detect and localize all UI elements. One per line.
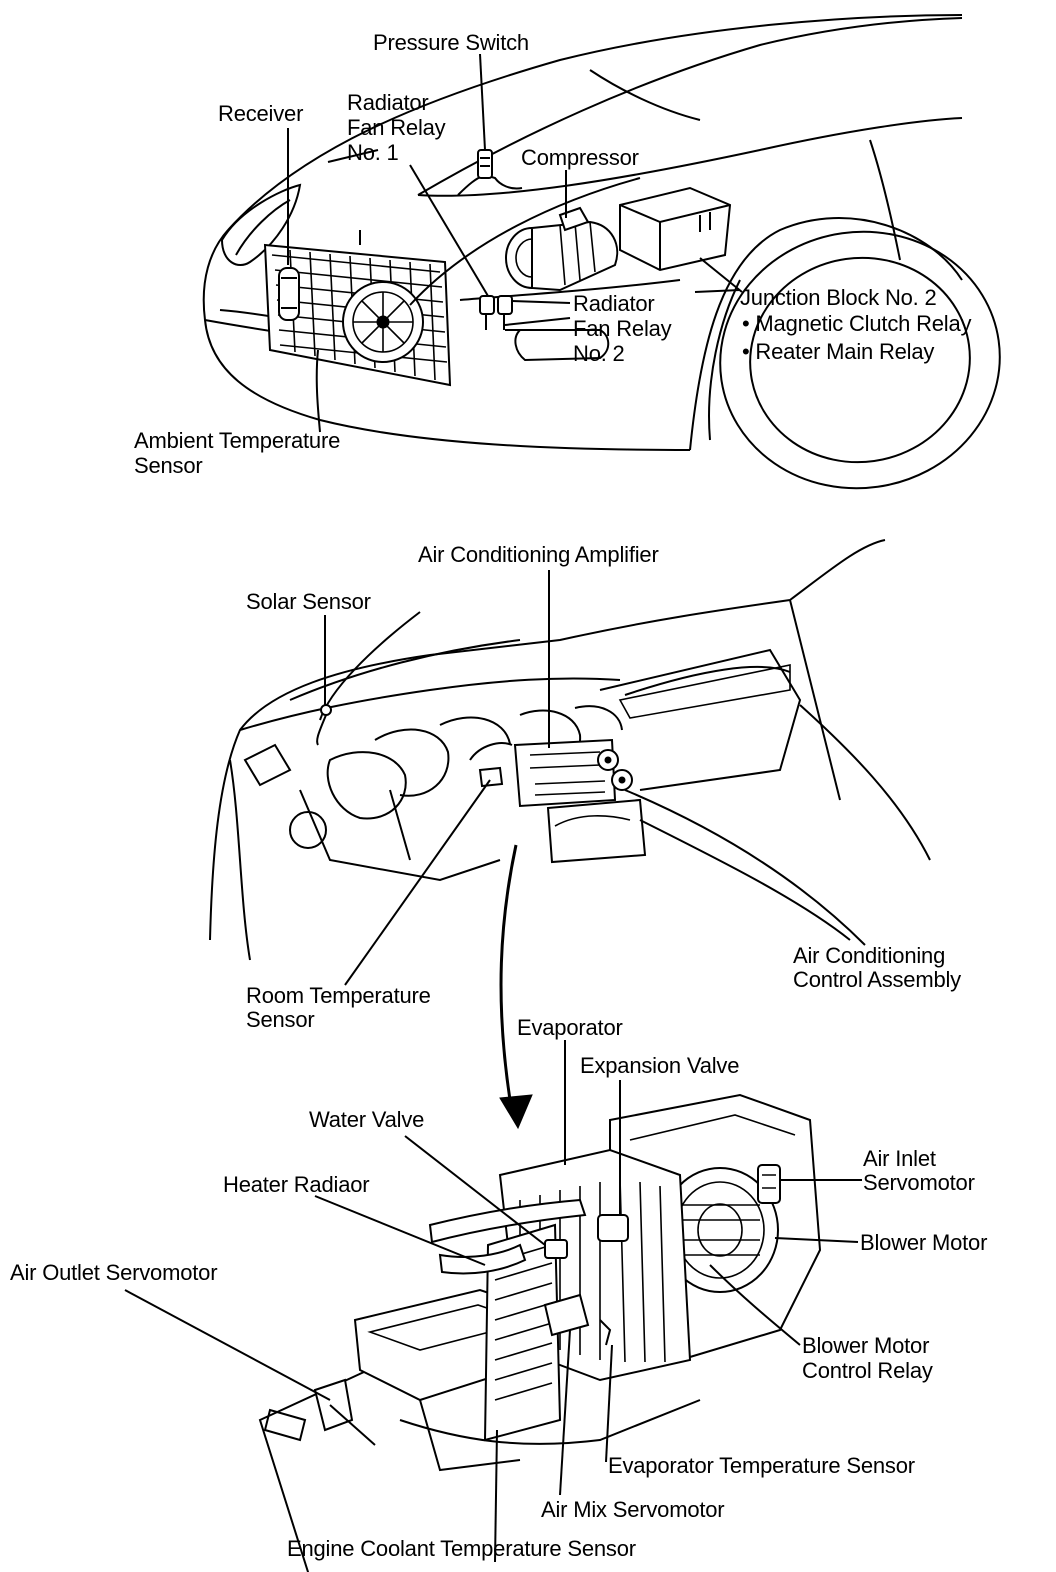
label-radiator-fan-relay-2-line2: Fan Relay bbox=[573, 316, 672, 341]
label-radiator-fan-relay-1-line2: Fan Relay bbox=[347, 115, 446, 140]
car-front-illustration bbox=[202, 14, 1001, 490]
label-receiver: Receiver bbox=[218, 101, 304, 126]
label-air-conditioning-amplifier: Air Conditioning Amplifier bbox=[418, 542, 659, 567]
label-radiator-fan-relay-1-line1: Radiator bbox=[347, 90, 429, 115]
label-compressor: Compressor bbox=[521, 145, 639, 170]
dashboard-illustration bbox=[209, 539, 931, 1130]
label-air-mix-servomotor: Air Mix Servomotor bbox=[541, 1497, 725, 1522]
label-solar-sensor: Solar Sensor bbox=[246, 589, 371, 614]
label-blower-motor: Blower Motor bbox=[860, 1230, 988, 1255]
label-radiator-fan-relay-1-line3: No. 1 bbox=[347, 140, 399, 165]
junction-block-drawing bbox=[619, 186, 732, 272]
label-air-inlet-servomotor-line2: Servomotor bbox=[863, 1170, 975, 1195]
label-junction-block-line2: • Magnetic Clutch Relay bbox=[742, 311, 972, 336]
label-air-outlet-servomotor: Air Outlet Servomotor bbox=[10, 1260, 218, 1285]
label-air-inlet-servomotor-line1: Air Inlet bbox=[863, 1146, 936, 1171]
label-engine-coolant-temperature-sensor: Engine Coolant Temperature Sensor bbox=[287, 1536, 636, 1561]
label-blower-motor-control-relay-line2: Control Relay bbox=[802, 1358, 933, 1383]
label-radiator-fan-relay-2-line3: No. 2 bbox=[573, 341, 625, 366]
label-blower-motor-control-relay-line1: Blower Motor bbox=[802, 1333, 930, 1358]
compressor-drawing bbox=[505, 206, 619, 292]
label-room-temperature-sensor-line1: Room Temperature bbox=[246, 983, 431, 1008]
label-junction-block-line1: Junction Block No. 2 bbox=[740, 285, 937, 310]
label-pressure-switch: Pressure Switch bbox=[373, 30, 529, 55]
label-evaporator-temperature-sensor: Evaporator Temperature Sensor bbox=[608, 1453, 915, 1478]
label-room-temperature-sensor-line2: Sensor bbox=[246, 1007, 315, 1032]
label-heater-radiator: Heater Radiaor bbox=[223, 1172, 370, 1197]
label-expansion-valve: Expansion Valve bbox=[580, 1053, 740, 1078]
label-air-conditioning-control-assembly-line2: Control Assembly bbox=[793, 967, 961, 992]
label-ambient-temperature-sensor-line2: Sensor bbox=[134, 453, 203, 478]
label-water-valve: Water Valve bbox=[309, 1107, 425, 1132]
label-air-conditioning-control-assembly-line1: Air Conditioning bbox=[793, 943, 946, 968]
label-evaporator: Evaporator bbox=[517, 1015, 623, 1040]
hvac-unit-illustration bbox=[124, 1040, 862, 1572]
label-radiator-fan-relay-2-line1: Radiator bbox=[573, 291, 655, 316]
label-ambient-temperature-sensor-line1: Ambient Temperature bbox=[134, 428, 341, 453]
label-junction-block-line3: • Reater Main Relay bbox=[742, 339, 935, 364]
